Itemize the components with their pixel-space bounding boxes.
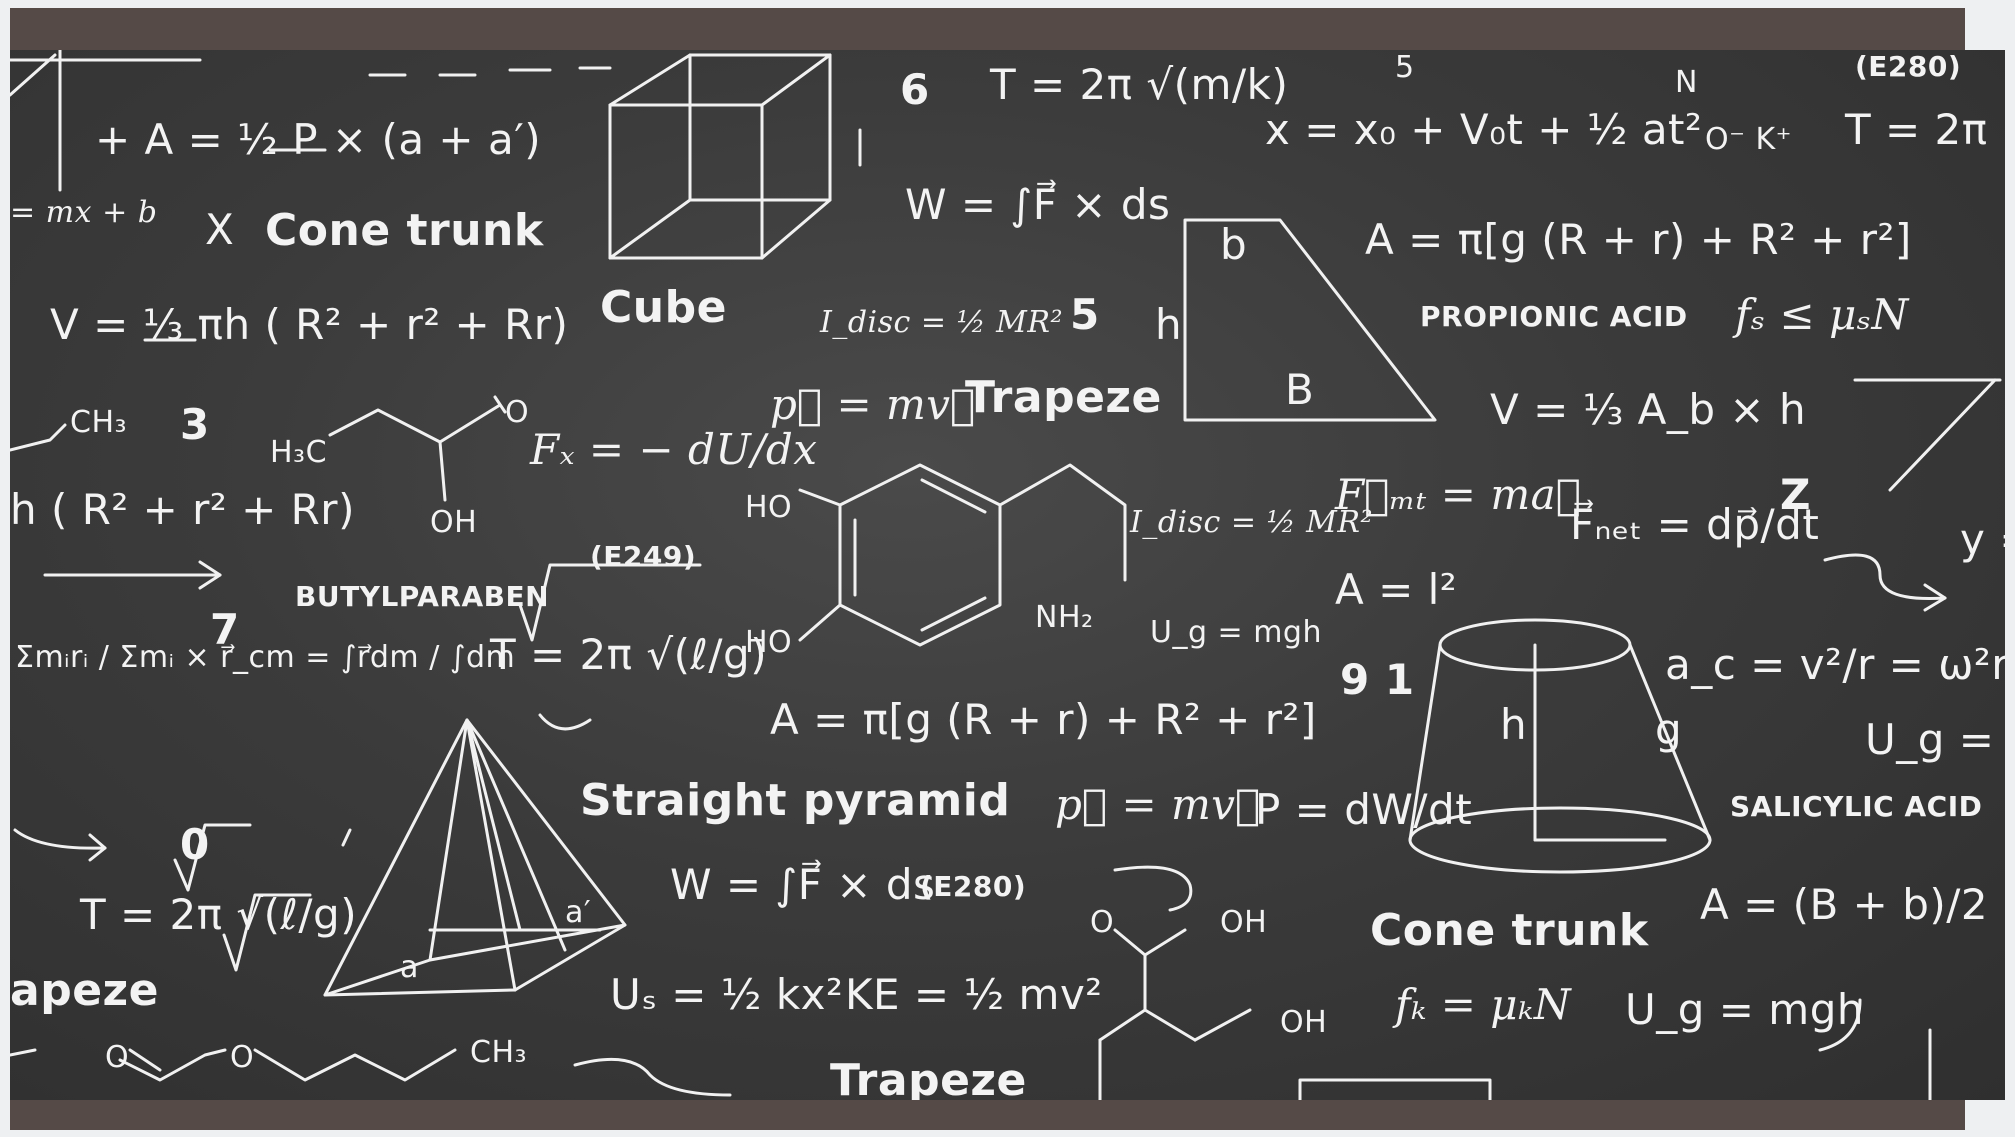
eq-pendulum-left: T = 2π √(ℓ/g) <box>80 890 358 939</box>
shape-letter-pyr-a2: a′ <box>565 895 592 930</box>
eq-gravity-pe: U_g = mgh <box>1150 615 1322 650</box>
eq-square: A = l² <box>1335 565 1458 614</box>
chem-h3c: H₃C <box>270 435 328 470</box>
eq-pendulum-right: T = 2π <box>1845 105 1988 154</box>
chem-ch3-butyl: CH₃ <box>470 1035 528 1070</box>
shape-letter-pyr-a: a <box>400 950 419 985</box>
eq-line: = mx + b <box>10 195 158 230</box>
cube-drawing <box>608 53 862 260</box>
chem-o-butyl-1: O <box>105 1040 130 1075</box>
label-e280-bottom: (E280) <box>920 870 1027 903</box>
eq-cone-volume: V = ⅓ πh ( R² + r² + Rr) <box>50 300 569 349</box>
label-salicylic-acid: SALICYLIC ACID <box>1730 790 1983 823</box>
number-3: 3 <box>180 400 210 449</box>
chem-n-plus: N <box>1675 65 1698 100</box>
label-trapeze-left-partial: apeze <box>10 965 159 1016</box>
eq-momentum-top: p⃗ = mv⃗ <box>770 380 976 429</box>
eq-force-potential: Fₓ = − dU/dx <box>530 425 818 474</box>
number-7: 7 <box>210 605 240 654</box>
eq-center-mass: Σmᵢrᵢ / Σmᵢ × r⃗_cm = ∫r⃗dm / ∫dm <box>15 640 516 675</box>
eq-disc-inertia: I_disc = ½ MR² <box>820 305 1064 340</box>
trapezoid-drawing <box>1183 218 1437 422</box>
propionic-acid-structure <box>328 395 507 502</box>
eq-pyramid-volume: V = ⅓ A_b × h <box>1490 385 1807 434</box>
label-cube: Cube <box>600 282 727 333</box>
eq-work-top: W = ∫F⃗ × ds <box>905 180 1171 229</box>
eq-newton: F⃗ₘₜ = ma⃗ <box>1335 470 1582 519</box>
chem-ho-bottom: HO <box>745 625 793 660</box>
eq-disc-inertia-2: I_disc = ½ MR² <box>1130 505 1374 540</box>
benzene-ring-dopamine <box>798 463 1127 647</box>
shape-letter-trap-B: B <box>1285 365 1315 414</box>
label-e280-top: (E280) <box>1855 50 1962 83</box>
chem-oh-salicylic-top: OH <box>1220 905 1268 940</box>
axis-diagonal <box>10 53 57 97</box>
eq-x-mark: X <box>205 205 235 254</box>
chalkboard-surface: Cone trunk Cube Trapeze Straight pyramid… <box>10 50 2005 1100</box>
number-z: Z <box>1780 470 1811 519</box>
label-cone-trunk-top: Cone trunk <box>265 205 544 256</box>
label-butylparaben: BUTYLPARABEN <box>295 580 550 613</box>
eq-static-friction: fₛ ≤ μₛN <box>1735 290 1909 339</box>
eq-gravity-pe-right: U_g = mg <box>1865 715 2005 764</box>
eq-gravity-pe-bottom: U_g = mgh <box>1625 985 1864 1034</box>
eq-pendulum-mid: T = 2π √(ℓ/g) <box>490 630 768 679</box>
eq-kinetic-friction: fₖ = μₖN <box>1395 980 1572 1029</box>
number-9-1: 9 1 <box>1340 655 1415 704</box>
eq-momentum-mid: p⃗ = mv⃗ <box>1055 780 1261 829</box>
chem-oh-propionic: OH <box>430 505 478 540</box>
eq-cone-volume-partial: h ( R² + r² + Rr) <box>10 485 355 534</box>
eq-letter-h: h <box>1155 300 1183 349</box>
eq-pendulum-top: T = 2π √(m/k) <box>990 60 1289 109</box>
chem-nh2: NH₂ <box>1035 600 1094 635</box>
salicylic-acid-structure <box>1098 928 1252 1100</box>
number-0: 0 <box>180 820 210 869</box>
label-cone-trunk-bottom: Cone trunk <box>1370 905 1649 956</box>
chalk-drawings <box>10 50 2002 1100</box>
number-6: 6 <box>900 65 930 114</box>
eq-letter-g: g <box>1655 705 1683 754</box>
eq-trapezoid-area: A = (B + b)/2 × h <box>1700 880 2005 929</box>
label-e249: (E249) <box>590 540 697 573</box>
chalk-arrows <box>10 553 1947 1097</box>
eq-kinetic-energy: KE = ½ mv² <box>845 970 1103 1019</box>
label-straight-pyramid: Straight pyramid <box>580 775 1011 826</box>
chem-oxygen: O <box>505 395 530 430</box>
eq-cone-area: A = π[g (R + r) + R² + r²] <box>1365 215 1912 264</box>
eq-cone-area-2: A = π[g (R + r) + R² + r²] <box>770 695 1317 744</box>
eq-y: y = <box>1960 515 2005 564</box>
number-5-top: 5 <box>1395 50 1415 85</box>
eq-spring-energy: Uₛ = ½ kx² <box>610 970 844 1019</box>
eq-power: P = dW/dt <box>1255 785 1473 834</box>
label-trapeze-top: Trapeze <box>965 372 1162 423</box>
eq-work-bottom: W = ∫F⃗ × ds <box>670 860 936 909</box>
label-propionic-acid: PROPIONIC ACID <box>1420 300 1688 333</box>
chem-ho-top: HO <box>745 490 793 525</box>
chem-oh-salicylic-bottom: OH <box>1280 1005 1328 1040</box>
eq-net-force: F⃗ₙₑₜ = dp⃗/dt <box>1570 500 1820 549</box>
shape-letter-trap-b: b <box>1220 220 1248 269</box>
butyl-chain <box>118 1048 457 1082</box>
chem-o-salicylic: O <box>1090 905 1115 940</box>
chem-o-minus-k: O⁻ K⁺ <box>1705 122 1792 157</box>
label-trapeze-bottom: Trapeze <box>830 1055 1027 1100</box>
number-5: 5 <box>1070 290 1100 339</box>
chem-ch3-left: CH₃ <box>70 405 128 440</box>
eq-area-trapezoid: + A = ½ P × (a + a′) <box>95 115 542 164</box>
shape-letter-cone-h: h <box>1500 700 1528 749</box>
chem-o-butyl-2: O <box>230 1040 255 1075</box>
cone-trunk-drawing <box>1408 618 1712 874</box>
eq-centripetal: a_c = v²/r = ω²r <box>1665 640 2005 689</box>
eq-kinematics: x = x₀ + V₀t + ½ at² <box>1265 105 1703 154</box>
pyramid-drawing <box>323 718 627 997</box>
